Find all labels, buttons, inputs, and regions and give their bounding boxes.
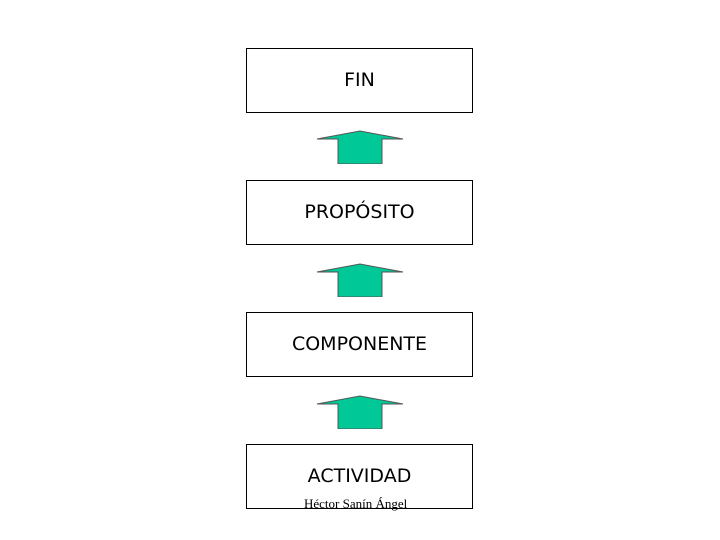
up-arrow-icon	[316, 263, 404, 297]
box-actividad-label: ACTIVIDAD	[307, 465, 412, 487]
author-credit: Héctor Sanín Ángel	[304, 496, 408, 511]
up-arrow-icon	[316, 395, 404, 429]
box-componente: COMPONENTE	[246, 312, 473, 377]
up-arrow-icon	[316, 130, 404, 164]
box-fin-label: FIN	[344, 69, 375, 91]
box-proposito: PROPÓSITO	[246, 180, 473, 245]
box-proposito-label: PROPÓSITO	[304, 201, 415, 223]
box-fin: FIN	[246, 48, 473, 113]
box-componente-label: COMPONENTE	[291, 333, 428, 355]
box-actividad: ACTIVIDAD Héctor Sanín Ángel	[246, 444, 473, 511]
